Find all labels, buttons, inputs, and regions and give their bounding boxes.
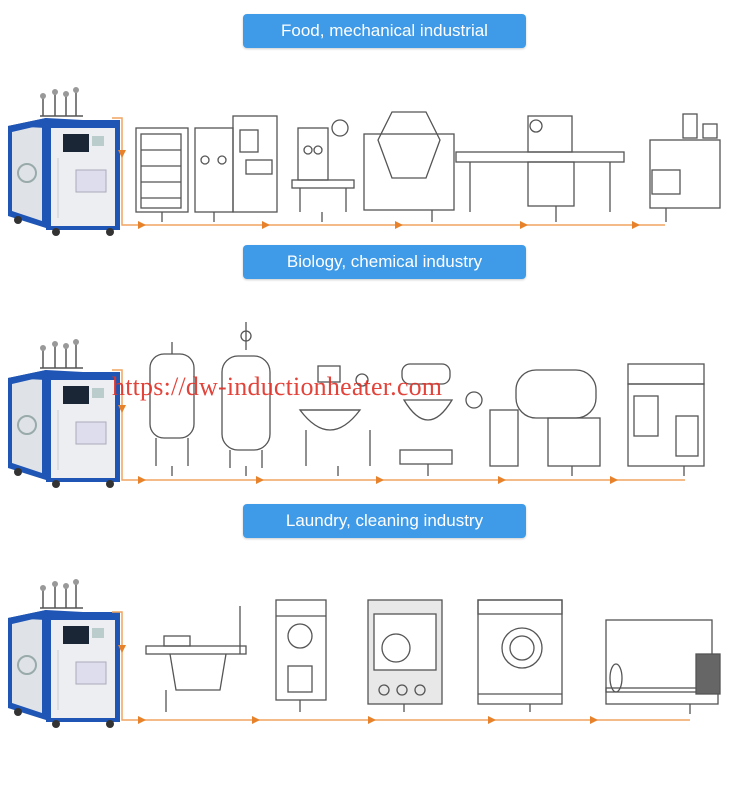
- ironing-table: [145, 606, 247, 712]
- fermentation-tank: [149, 342, 195, 476]
- flatwork-ironer: [605, 619, 721, 714]
- steam-cabinet: [135, 127, 189, 222]
- processing-machine: [627, 363, 705, 476]
- pipe-arrows-1: [118, 150, 640, 229]
- section-title-biology: Biology, chemical industry: [243, 245, 526, 279]
- watermark-url: https://dw-inductionheater.com: [112, 372, 443, 401]
- steam-generator-1: [7, 86, 121, 237]
- steam-pipe-1: [112, 117, 665, 226]
- washer-extractor: [477, 599, 563, 712]
- pipe-arrows-3: [118, 645, 598, 724]
- steam-generator-3: [7, 578, 121, 729]
- reaction-kettle: [221, 322, 271, 476]
- packaging-line: [455, 115, 625, 222]
- dry-cleaning-machine: [367, 599, 443, 712]
- biology-row: [7, 322, 705, 489]
- section-title-laundry: Laundry, cleaning industry: [243, 504, 526, 538]
- dryer: [275, 599, 327, 712]
- steam-pipe-3: [112, 611, 690, 721]
- food-row: [7, 86, 721, 237]
- sealing-machine: [291, 119, 355, 222]
- filling-machine: [649, 113, 721, 222]
- horizontal-tank: [489, 369, 601, 476]
- mixer: [399, 363, 483, 476]
- steam-pipe-2: [112, 369, 685, 481]
- jacketed-kettle: [298, 365, 371, 476]
- pipe-arrows-2: [118, 405, 618, 484]
- double-cone-mixer: [363, 111, 455, 222]
- steam-generator-2: [7, 338, 121, 489]
- food-steamer: [194, 115, 278, 222]
- section-title-food: Food, mechanical industrial: [243, 14, 526, 48]
- laundry-row: [7, 578, 721, 729]
